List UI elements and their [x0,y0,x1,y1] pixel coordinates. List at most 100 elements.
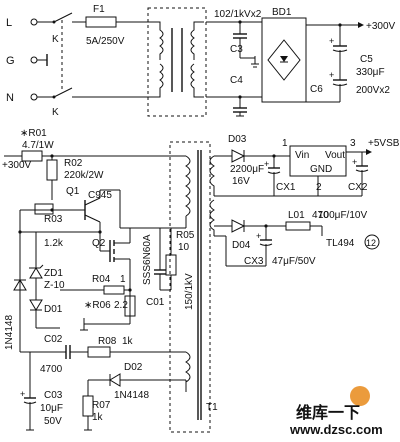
resistor-R02 [46,159,58,181]
label-Q1: Q1 [66,186,80,197]
label-C02: C02 [44,334,63,345]
label-pin2: 2 [316,182,322,193]
svg-text:+: + [329,70,334,80]
label-C03: C03 [44,390,63,401]
label-R01-value: 4.7/1W [22,140,54,151]
label-SSS6N60A: SSS6N60A [142,234,153,285]
transformer-primary [185,155,191,217]
label-C3: C3 [230,44,243,55]
label-cap-16V: 16V [232,176,250,187]
label-1N4148-bottom: 1N4148 [114,390,149,401]
terminal-N [30,93,38,101]
label-G: G [6,55,15,67]
resistor-R04 [103,285,125,295]
label-TL494: TL494 [326,238,355,249]
label-R01: ∗R01 [20,128,47,139]
label-C03-rating: 50V [44,416,62,427]
label-plus300-top: +300V [366,21,396,32]
pin-12-marker [364,234,380,250]
terminal-G [30,56,38,64]
choke-winding-1 [150,21,164,60]
label-cap-xy: 102/1kVx2 [214,9,262,20]
svg-text:+: + [264,159,269,169]
svg-text:+: + [256,231,261,241]
label-cap-150: 150/1kV [184,273,195,310]
diode-D03 [231,149,246,163]
label-D01: D01 [44,304,63,315]
label-L01: L01 [288,210,305,221]
svg-text:+: + [329,36,334,46]
label-R05-value: 10 [178,242,190,253]
label-R04-value: 1 [120,274,126,285]
label-R02-value: 220k/2W [64,170,104,181]
label-1N4148-left: 1N4148 [4,315,15,350]
label-CX2: CX2 [348,182,368,193]
bridge-rectifier-BD1 [261,17,307,103]
label-pin1: 1 [282,138,288,149]
label-F1: F1 [93,4,105,15]
label-pin3: 3 [350,138,356,149]
label-BD1: BD1 [272,7,292,18]
label-R07-value: 1k [92,412,104,423]
switch-K-bottom [53,87,73,98]
diode-D04 [231,219,246,233]
label-Q2: Q2 [92,238,106,249]
label-T1: T1 [206,402,218,413]
label-C5-value: 330μF [356,67,385,78]
transformer-shield [169,141,211,433]
label-N: N [6,92,14,104]
label-C5: C5 [360,54,373,65]
label-ZD1-value: Z-10 [44,280,65,291]
svg-text:+: + [352,157,357,167]
resistor-R08 [87,346,111,358]
label-C5-rating: 200Vx2 [356,85,390,96]
label-ZD1: ZD1 [44,268,63,279]
label-R03-value: 1.2k [44,238,64,249]
label-L01-value: 470 [312,210,329,221]
choke-winding-2 [150,63,164,98]
svg-text:维库一下: 维库一下 [296,403,360,422]
label-CX1: CX1 [276,182,296,193]
label-R08-value: 1k [122,336,134,347]
label-D03: D03 [228,134,247,145]
diode-1N4148-left [13,279,27,291]
resistor-R03 [34,203,54,215]
label-F1-rating: 5A/250V [86,36,125,47]
label-plus5VSB: +5VSB [368,138,400,149]
label-C6: C6 [310,84,323,95]
label-Vout: Vout [325,150,345,161]
watermark-logo: 维库一下 www.dzsc.com [289,386,383,437]
resistor-R05 [165,254,177,276]
label-R06-value: 2.2 [114,300,128,311]
diode-D01 [29,299,43,311]
watermark-url: www.dzsc.com [289,422,383,437]
label-C03-value: 10μF [40,403,63,414]
inductor-L01 [285,221,311,231]
label-R02: R02 [64,158,83,169]
label-K-top: K [52,34,59,45]
label-CX3-value: 47μF/50V [272,256,316,267]
label-R04: R04 [92,274,111,285]
label-C01: C01 [146,297,165,308]
transformer-secondary-2 [209,199,215,236]
label-R07: R07 [92,400,111,411]
label-C4: C4 [230,75,243,86]
fuse-F1 [85,16,117,28]
transformer-secondary-1 [209,155,215,196]
choke-shield [147,7,207,117]
label-CX3: CX3 [244,256,264,267]
switch-K-top [53,12,73,23]
label-D04: D04 [232,240,251,251]
label-C02-value: 4700 [40,364,63,375]
label-R03: R03 [44,214,63,225]
svg-text:+: + [20,389,25,399]
label-D02: D02 [124,362,143,373]
label-plus300-left: +300V [2,160,32,171]
label-R05: R05 [176,230,195,241]
label-K-bottom: K [52,107,59,118]
label-pin12: 12 [366,238,376,248]
label-CX2-value: 100μF/10V [318,210,367,221]
label-Vin: Vin [295,150,309,161]
label-R06: ∗R06 [84,300,111,311]
